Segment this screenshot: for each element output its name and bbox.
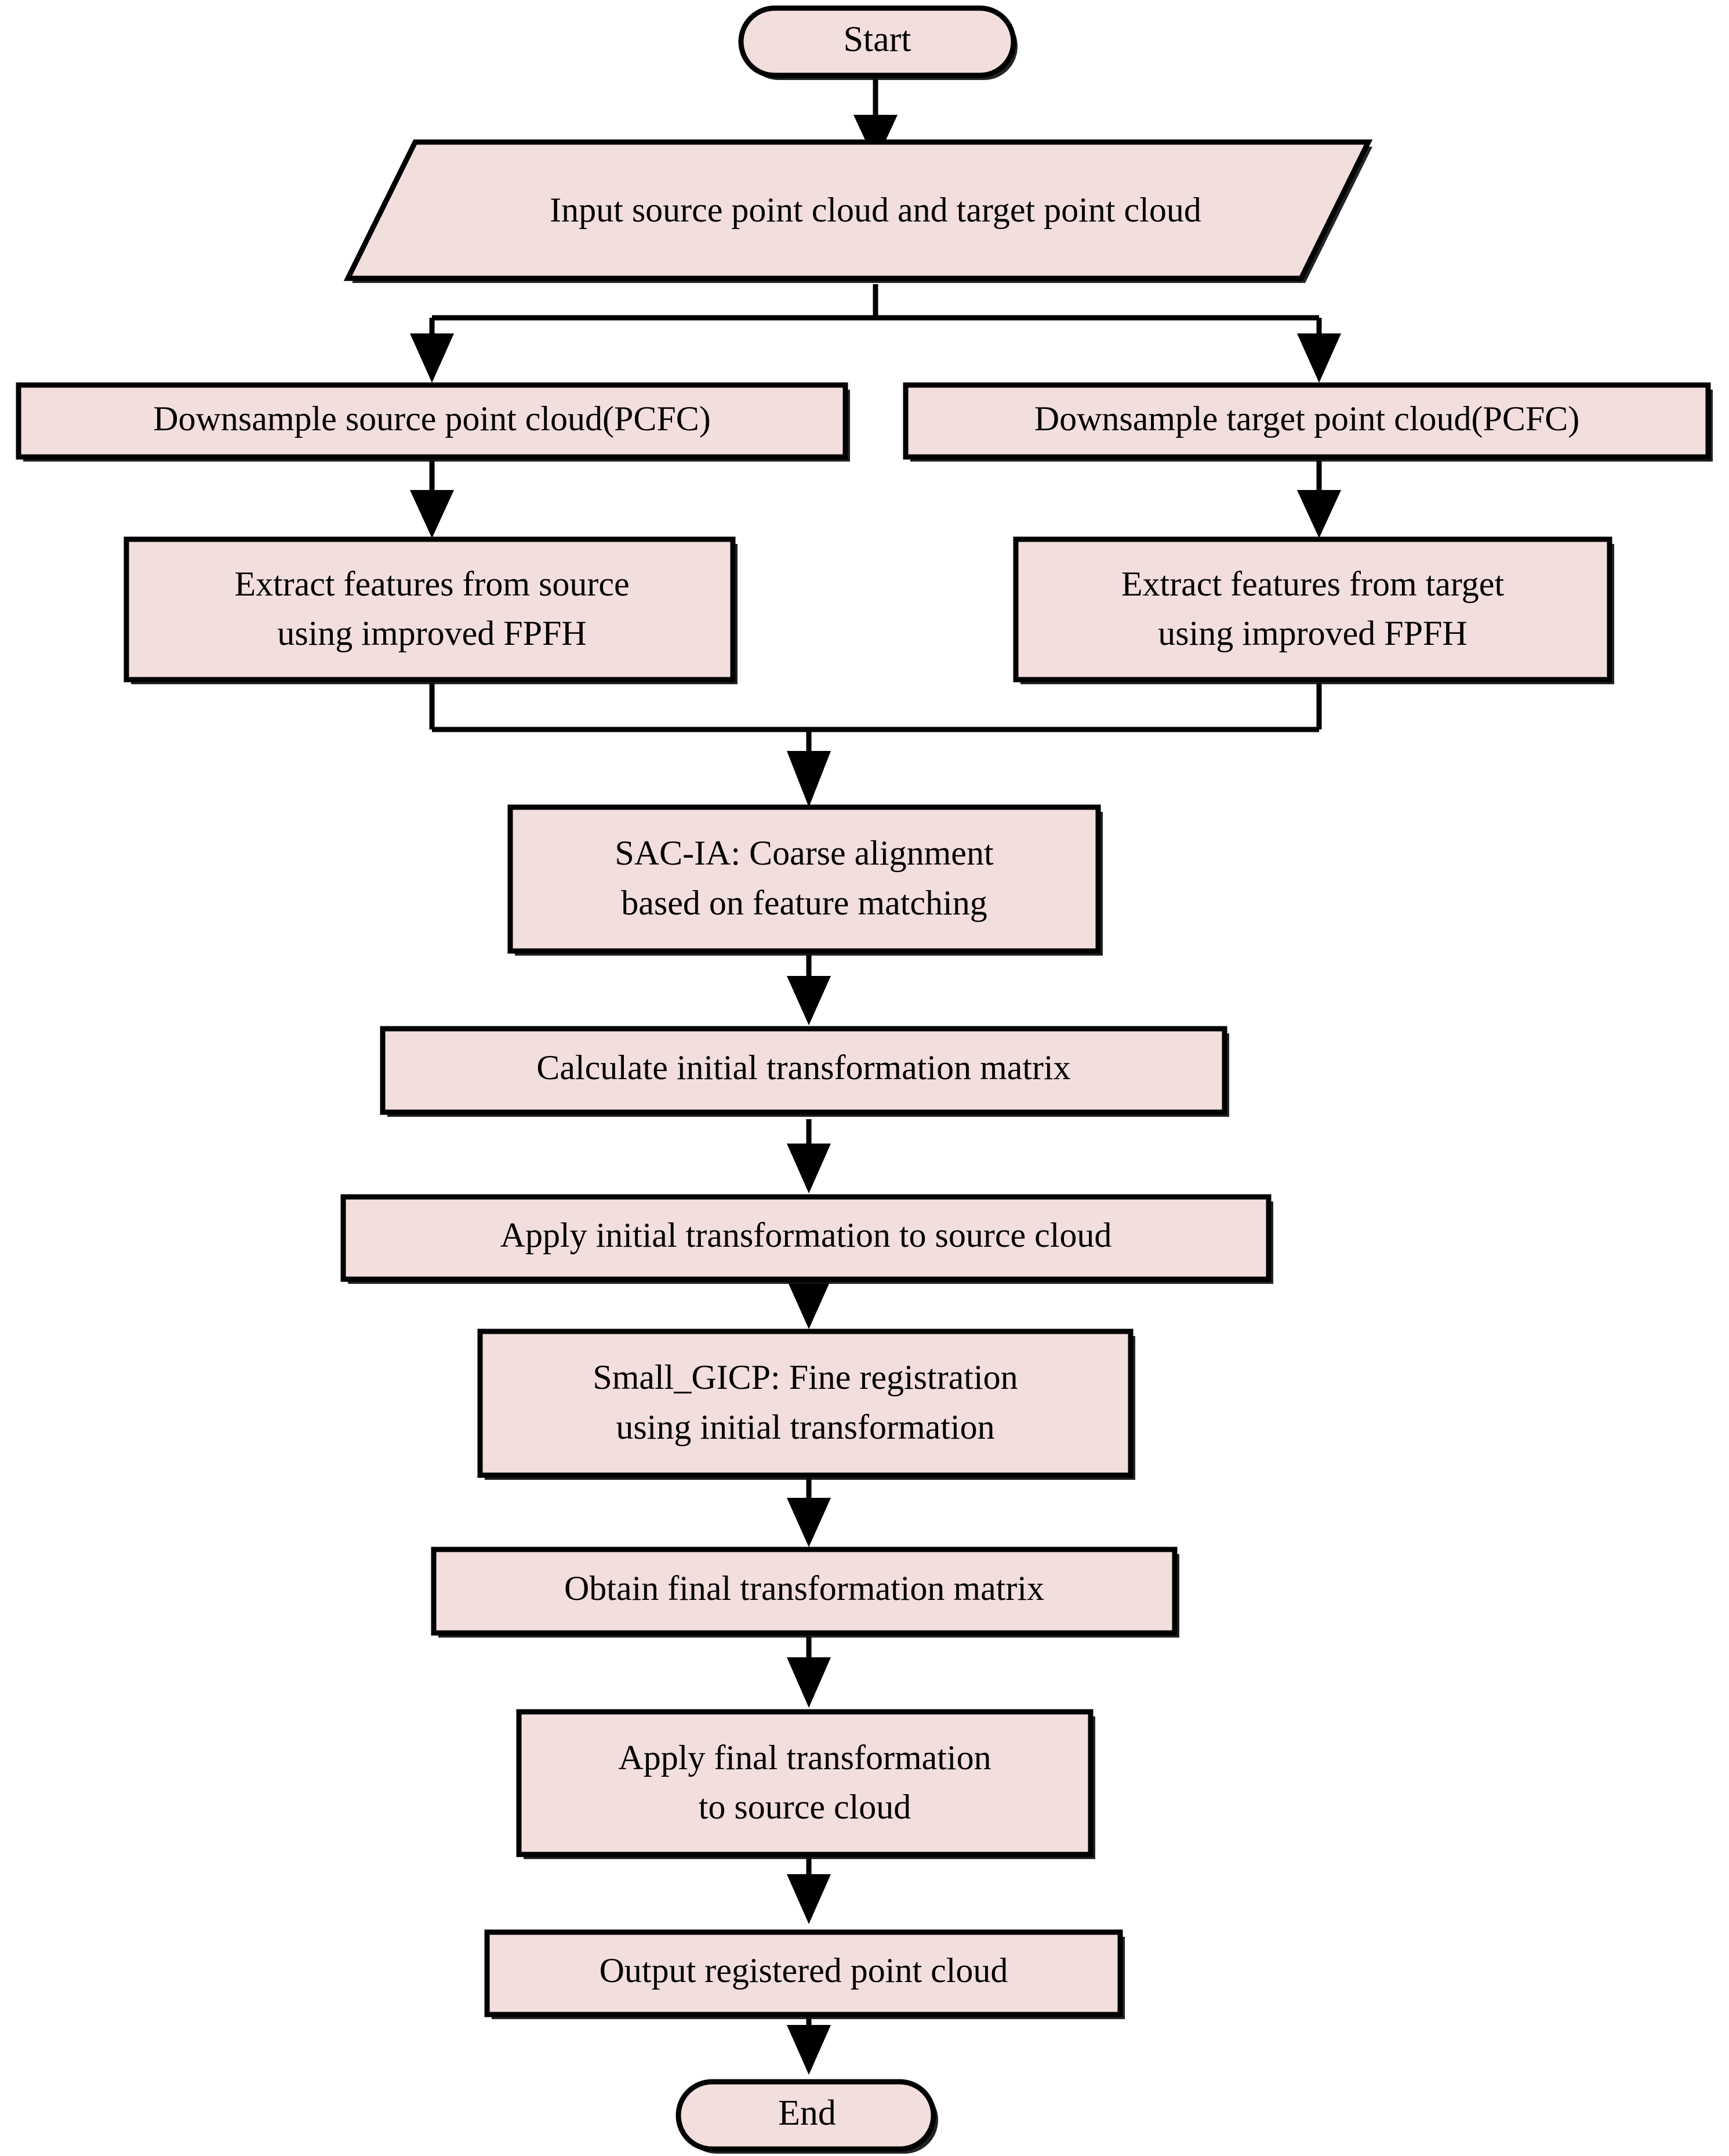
node-apply-final-line2: to source cloud xyxy=(699,1788,911,1826)
node-apply-final-line1: Apply final transformation xyxy=(618,1738,991,1777)
node-extract-source-line1: Extract features from source xyxy=(234,565,629,603)
node-sacia-line1: SAC-IA: Coarse alignment xyxy=(615,834,994,872)
node-downsample-target-label: Downsample target point cloud(PCFC) xyxy=(1034,400,1580,438)
node-extract-source[interactable]: Extract features from source using impro… xyxy=(124,536,738,684)
node-sacia[interactable]: SAC-IA: Coarse alignment based on featur… xyxy=(507,804,1103,956)
edge-input-split xyxy=(410,284,1341,383)
node-apply-initial-label: Apply initial transformation to source c… xyxy=(500,1216,1112,1254)
edge-start-to-input xyxy=(853,75,898,162)
node-output-label: Output registered point cloud xyxy=(600,1951,1008,1990)
edge-calc-to-applyinit xyxy=(787,1119,831,1193)
node-small-gicp-line2: using initial transformation xyxy=(616,1408,994,1446)
node-calculate-initial[interactable]: Calculate initial transformation matrix xyxy=(380,1026,1229,1117)
node-extract-target-line2: using improved FPFH xyxy=(1158,614,1467,652)
node-extract-target[interactable]: Extract features from target using impro… xyxy=(1013,536,1614,684)
node-downsample-source[interactable]: Downsample source point cloud(PCFC) xyxy=(16,382,850,462)
edge-dst-to-ext xyxy=(1297,458,1341,538)
node-apply-initial[interactable]: Apply initial transformation to source c… xyxy=(340,1194,1273,1284)
node-end-label: End xyxy=(778,2093,836,2133)
node-apply-final[interactable]: Apply final transformation to source clo… xyxy=(516,1709,1095,1859)
edges-layer xyxy=(410,75,1341,2075)
node-extract-source-line2: using improved FPFH xyxy=(277,614,586,652)
edge-merge-to-sacia xyxy=(429,677,1322,807)
node-calculate-initial-label: Calculate initial transformation matrix xyxy=(536,1048,1070,1087)
node-input-label: Input source point cloud and target poin… xyxy=(550,191,1201,229)
node-start[interactable]: Start xyxy=(738,5,1018,80)
edge-obtain-to-applyfinal xyxy=(787,1635,831,1708)
node-downsample-target[interactable]: Downsample target point cloud(PCFC) xyxy=(903,382,1713,462)
edge-gicp-to-obtain xyxy=(787,1478,831,1547)
node-start-label: Start xyxy=(843,20,911,59)
node-small-gicp[interactable]: Small_GICP: Fine registration using init… xyxy=(477,1329,1135,1480)
node-downsample-source-label: Downsample source point cloud(PCFC) xyxy=(153,400,711,438)
edge-applyfinal-to-output xyxy=(787,1854,831,1924)
node-extract-target-line1: Extract features from target xyxy=(1121,565,1505,603)
node-sacia-line2: based on feature matching xyxy=(621,884,987,922)
node-input[interactable]: Input source point cloud and target poin… xyxy=(343,139,1373,283)
edge-dss-to-exs xyxy=(410,458,454,538)
node-end[interactable]: End xyxy=(675,2079,938,2154)
node-obtain-final[interactable]: Obtain final transformation matrix xyxy=(431,1547,1179,1638)
node-output[interactable]: Output registered point cloud xyxy=(484,1929,1125,2019)
edge-sacia-to-calc xyxy=(787,954,831,1025)
node-small-gicp-line1: Small_GICP: Fine registration xyxy=(593,1358,1018,1396)
node-obtain-final-label: Obtain final transformation matrix xyxy=(564,1569,1044,1607)
